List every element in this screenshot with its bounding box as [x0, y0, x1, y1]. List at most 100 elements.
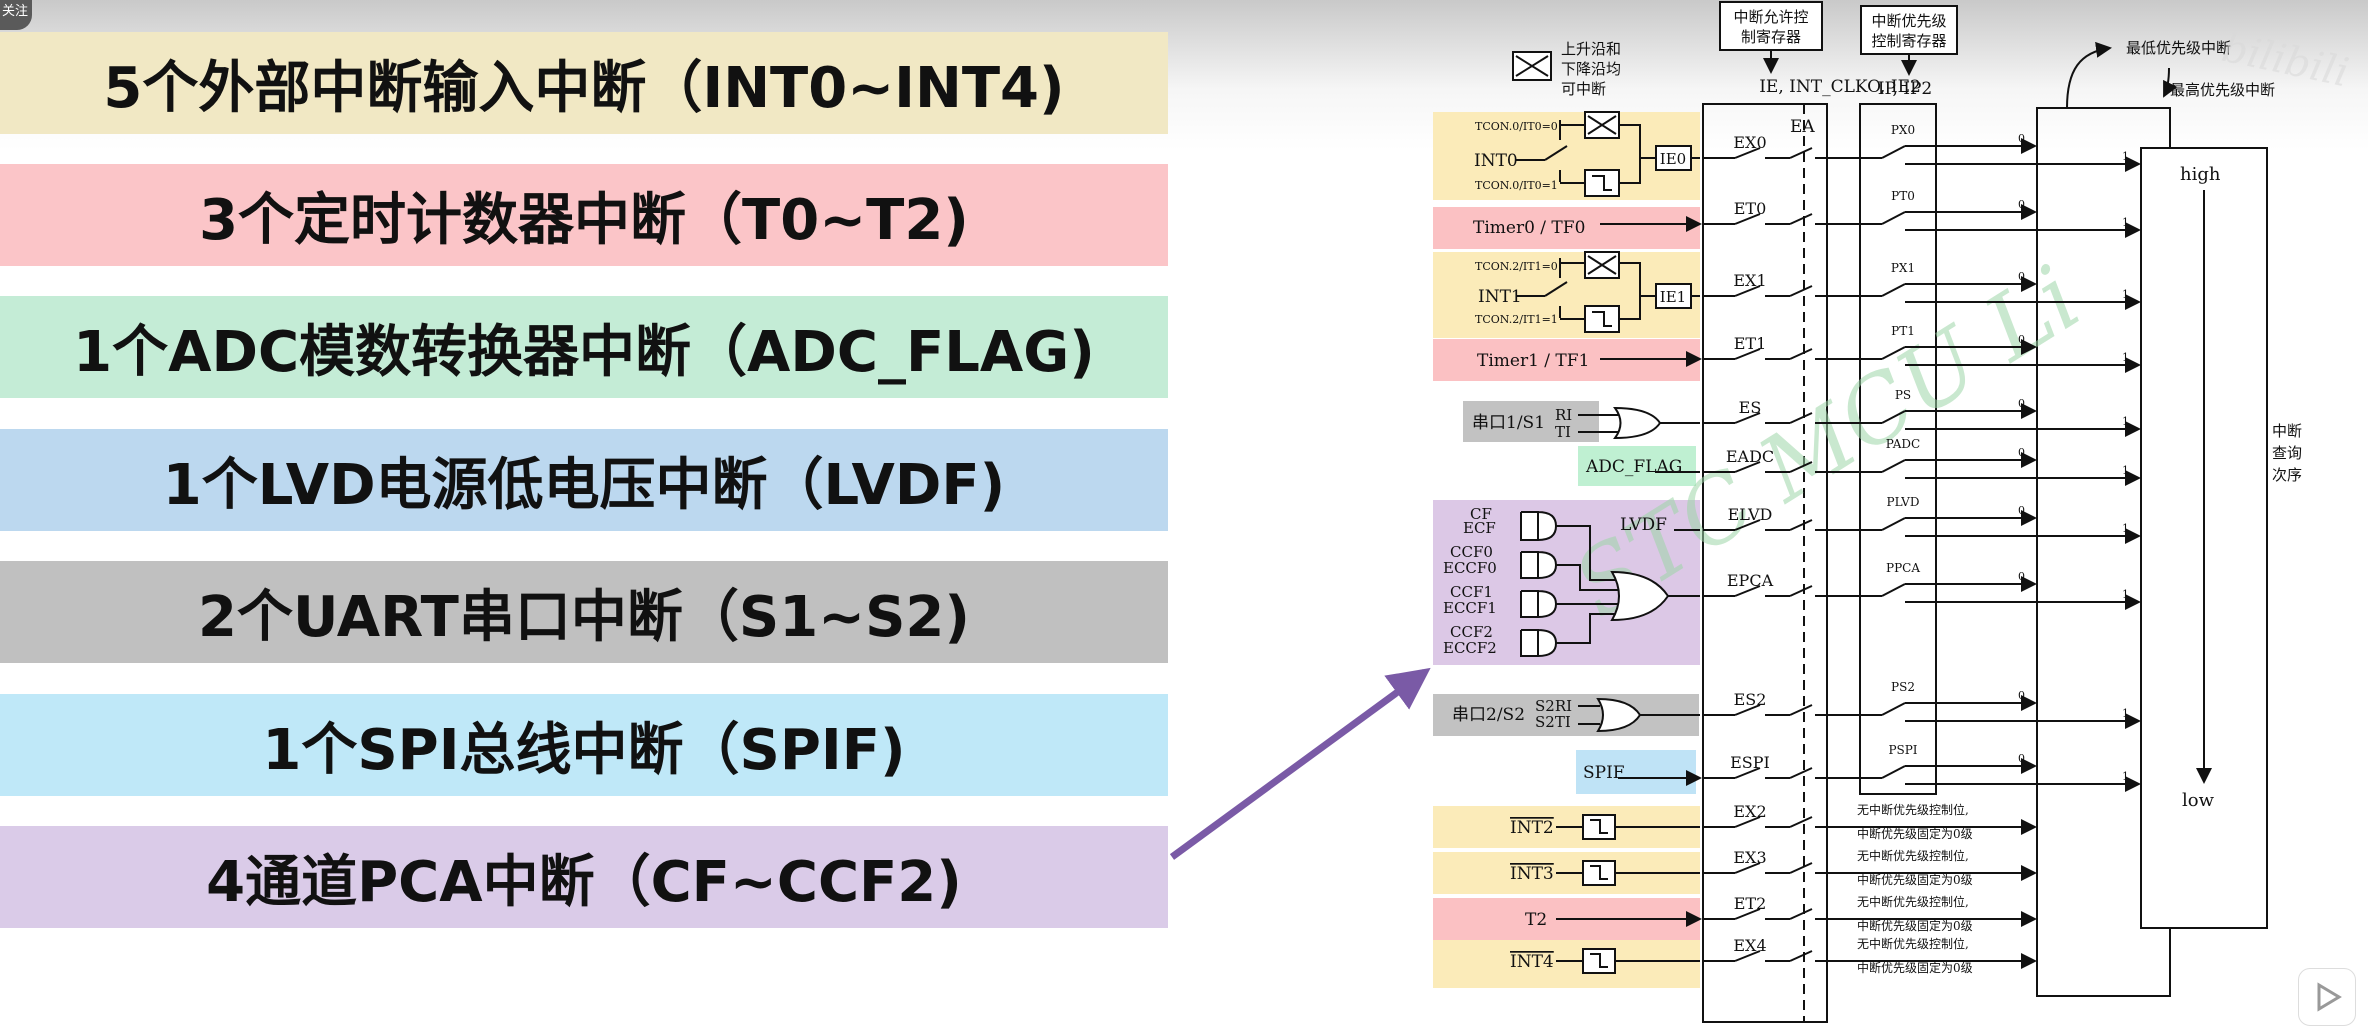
priority-legend: 最低优先级中断 最高优先级中断 [2066, 39, 2275, 109]
fixed-priority-note-2: 中断优先级固定为0级 [1857, 918, 1973, 933]
int4-highlight [1433, 940, 1700, 988]
category-external-interrupts: 5个外部中断输入中断（INT0~INT4) [0, 32, 1168, 134]
ie1-label: IE1 [1660, 288, 1686, 306]
ip-header-line1: 中断优先级 [1871, 12, 1946, 30]
level-0-label: 0 [2018, 752, 2025, 765]
ie-header-line2: 制寄存器 [1741, 28, 1801, 46]
pca-input-ccf0: CCF0 [1450, 543, 1493, 561]
level-1-label: 1 [2122, 770, 2129, 783]
s2ri-label: S2RI [1535, 697, 1572, 715]
priority-bit-label: PLVD [1887, 495, 1920, 509]
priority-switch [1881, 517, 1906, 531]
level-1-label: 1 [2122, 464, 2129, 477]
category-timer-interrupts: 3个定时计数器中断（T0~T2) [0, 164, 1168, 266]
ea-label: EA [1790, 117, 1815, 137]
play-button[interactable] [2298, 968, 2356, 1026]
enable-switch [1734, 862, 1761, 874]
ea-switch [1789, 908, 1813, 920]
spif-label: SPIF [1583, 763, 1625, 783]
timer1-label: Timer1 / TF1 [1477, 351, 1589, 371]
timer0-highlight [1433, 207, 1700, 249]
ea-switch [1789, 704, 1813, 716]
uart1-label: 串口1/S1 [1472, 413, 1545, 433]
enable-switch [1734, 348, 1761, 360]
edge-legend-line2: 下降沿均 [1561, 60, 1621, 78]
level-1-label: 1 [2122, 288, 2129, 301]
level-1-label: 1 [2122, 522, 2129, 535]
ie-header: 中断允许控 制寄存器 IE, INT_CLKO, IE2 [1719, 1, 1921, 97]
spif-highlight [1576, 750, 1696, 794]
category-lvd-interrupt: 1个LVD电源低电压中断（LVDF) [0, 429, 1168, 531]
tcon2-it1-0: TCON.2/IT1=0 [1475, 260, 1558, 273]
priority-bit-label: PADC [1886, 437, 1920, 451]
pca-input-cf: CF [1470, 505, 1492, 523]
priority-switch [1881, 211, 1906, 225]
enable-switch [1734, 147, 1761, 159]
adc-flag-label: ADC_FLAG [1585, 457, 1682, 477]
follow-badge[interactable]: 关注 [0, 0, 32, 30]
priority-bit-label: PT0 [1891, 189, 1915, 203]
enable-bit-label: ET1 [1734, 334, 1767, 353]
priority-bit-label: PPCA [1886, 561, 1920, 575]
priority-switch [1881, 410, 1906, 424]
fixed-priority-note-2: 中断优先级固定为0级 [1857, 872, 1973, 887]
enable-switch [1734, 585, 1761, 597]
priority-switch [1881, 702, 1906, 716]
ea-switch [1789, 767, 1813, 779]
int4-label: INT4 [1510, 952, 1554, 972]
ip-header-line2: 控制寄存器 [1871, 32, 1946, 50]
enable-switch [1734, 213, 1761, 225]
pca-input-ccf2: CCF2 [1450, 623, 1493, 641]
edge-legend-line3: 可中断 [1561, 80, 1606, 98]
adc-highlight [1578, 446, 1696, 486]
priority-switch [1881, 145, 1906, 159]
pca-input-eccf0: ECCF0 [1443, 559, 1497, 577]
category-uart-interrupts: 2个UART串口中断（S1~S2) [0, 561, 1168, 663]
ea-switch [1789, 950, 1813, 962]
ea-switch [1789, 585, 1813, 597]
level-0-label: 0 [2018, 198, 2025, 211]
uart2-label: 串口2/S2 [1452, 705, 1525, 725]
int0-edge-logic: TCON.0/IT0=0 INT0 TCON.0/IT0=1 IE0 [1474, 111, 1692, 197]
bar-label: 4通道PCA中断（CF~CCF2) [206, 849, 962, 915]
ea-switch [1789, 461, 1813, 473]
tcon2-it1-1: TCON.2/IT1=1 [1475, 313, 1558, 326]
lowest-priority-label: 最低优先级中断 [2126, 39, 2231, 57]
uart2-source: 串口2/S2 S2RI S2TI [1452, 697, 1700, 733]
int1-edge-logic: TCON.2/IT1=0 INT1 TCON.2/IT1=1 IE1 [1475, 251, 1692, 333]
query-order-line1: 中断 [2272, 422, 2302, 440]
edge-legend: 上升沿和 下降沿均 可中断 [1512, 40, 1621, 98]
level-1-label: 1 [2122, 707, 2129, 720]
priority-bit-label: PX0 [1891, 123, 1915, 137]
priority-bit-label: PSPI [1888, 743, 1917, 757]
ea-switch [1789, 285, 1813, 297]
ie0-label: IE0 [1660, 150, 1686, 168]
bar-label: 3个定时计数器中断（T0~T2) [199, 187, 969, 253]
enable-bit-label: ES2 [1734, 690, 1767, 709]
fixed-priority-note-2: 中断优先级固定为0级 [1857, 826, 1973, 841]
s2ti-label: S2TI [1535, 713, 1571, 731]
level-1-label: 1 [2122, 415, 2129, 428]
enable-bit-label: EADC [1726, 447, 1774, 466]
enable-bit-label: ET2 [1734, 894, 1767, 913]
int3-label: INT3 [1510, 864, 1554, 884]
pca-input-eccf2: ECCF2 [1443, 639, 1497, 657]
ti-label: TI [1555, 423, 1571, 441]
int2-label: INT2 [1510, 818, 1554, 838]
int1-label: INT1 [1478, 287, 1522, 307]
timer0-label: Timer0 / TF0 [1473, 218, 1585, 238]
fixed-priority-note-2: 中断优先级固定为0级 [1857, 960, 1973, 975]
enable-bit-label: EX2 [1733, 802, 1766, 821]
highest-priority-label: 最高优先级中断 [2170, 81, 2275, 99]
enable-bit-label: EX1 [1733, 271, 1766, 290]
level-0-label: 0 [2018, 689, 2025, 702]
enable-switch [1734, 767, 1761, 779]
pca-input-ccf1: CCF1 [1450, 583, 1493, 601]
ip-header: 中断优先级 控制寄存器 IP, IP2 [1860, 5, 1958, 99]
priority-switch [1881, 459, 1906, 473]
enable-bit-label: ELVD [1728, 505, 1773, 524]
fixed-priority-note-1: 无中断优先级控制位, [1857, 802, 1969, 817]
priority-bit-label: PS [1895, 388, 1911, 402]
enable-bit-label: EX0 [1733, 133, 1766, 152]
high-label: high [2180, 164, 2221, 185]
